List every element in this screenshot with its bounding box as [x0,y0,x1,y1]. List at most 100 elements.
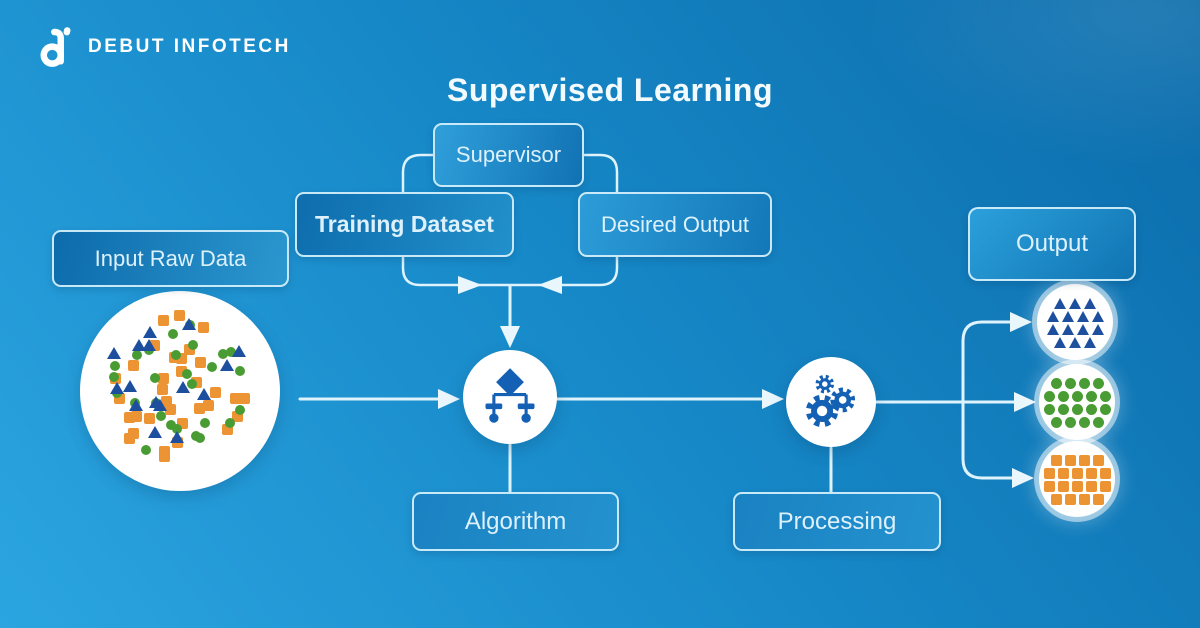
data-point [225,417,236,428]
data-point [175,353,187,365]
square-mark [1071,468,1083,479]
data-point [187,378,197,389]
triangle-mark [1084,337,1096,348]
squares-cluster [1043,453,1111,505]
triangle-mark [1069,337,1081,348]
circle-mark [1064,417,1076,428]
data-point [195,356,207,368]
circle-mark [1078,378,1090,389]
circle-mark [1064,378,1076,389]
data-point [167,328,178,339]
square-mark [1050,455,1062,466]
circle-mark [1043,391,1055,402]
square-mark [1071,481,1083,492]
processing-circle [786,357,876,447]
circle-mark [1092,417,1104,428]
triangle-mark [1054,298,1066,309]
data-point [159,450,171,462]
data-point [110,382,125,395]
square-mark [1092,455,1104,466]
square-mark [1064,455,1076,466]
gears-icon [805,374,856,428]
data-point [176,366,188,378]
training-dataset-box: Training Dataset [295,192,514,257]
decision-tree-icon [485,368,535,423]
triangle-mark [1061,324,1074,335]
data-point [238,393,250,405]
triangles-cluster [1046,296,1104,348]
circle-mark [1071,404,1083,415]
circle-mark [1071,391,1083,402]
circle-mark [1057,404,1069,415]
data-point [197,322,209,334]
data-point [143,413,155,425]
page-title: Supervised Learning [446,72,774,108]
square-mark [1057,468,1069,479]
output-box: Output [968,207,1136,281]
circle-mark [1050,378,1062,389]
input-scatter [80,291,280,491]
data-point [171,423,182,434]
data-point [182,369,193,380]
square-mark [1064,494,1076,505]
triangle-mark [1091,311,1104,322]
data-point [221,424,233,436]
circle-mark [1085,391,1097,402]
processing-label: Processing [777,507,897,535]
triangle-mark [1084,298,1096,309]
square-mark [1085,481,1097,492]
data-point [174,310,186,322]
data-point [110,360,121,371]
algorithm-label: Algorithm [464,507,567,535]
triangle-mark [1046,324,1059,335]
data-point [203,400,215,412]
data-point [195,433,206,444]
brand-logo: DEBUT INFOTECH [40,24,291,70]
circle-mark [1050,417,1062,428]
square-mark [1078,455,1090,466]
data-point [114,393,126,405]
data-point [199,418,210,429]
circle-mark [1057,391,1069,402]
data-point [128,428,140,440]
debut-infotech-logo-icon [40,27,71,67]
data-point [106,346,121,359]
triangle-mark [1061,311,1074,322]
square-mark [1057,481,1069,492]
data-point [124,412,136,424]
output-circle-triangles [1037,284,1113,360]
desired-output-box: Desired Output [578,192,772,257]
algorithm-circle [463,350,557,444]
circle-mark [1043,404,1055,415]
square-mark [1092,494,1104,505]
data-point [158,315,170,327]
supervisor-label: Supervisor [455,142,562,167]
output-circle-squares [1039,441,1115,517]
square-mark [1099,481,1111,492]
supervisor-box: Supervisor [433,123,584,187]
circle-mark [1085,404,1097,415]
data-point [157,384,169,396]
circle-mark [1099,391,1111,402]
input-raw-data-label: Input Raw Data [94,245,247,271]
data-point [194,402,206,414]
data-point [206,361,217,372]
data-point [232,411,244,423]
input-data-circle [80,291,280,491]
triangle-mark [1046,311,1059,322]
data-point [169,430,184,443]
data-point [109,371,120,382]
data-point [187,339,198,350]
data-point [234,404,245,415]
data-point [210,386,222,398]
output-circle-circles [1039,364,1115,440]
circle-mark [1099,404,1111,415]
data-point [130,411,142,423]
square-mark [1085,468,1097,479]
triangle-mark [1054,337,1066,348]
square-mark [1099,468,1111,479]
data-point [142,326,157,339]
circles-cluster [1043,376,1111,428]
